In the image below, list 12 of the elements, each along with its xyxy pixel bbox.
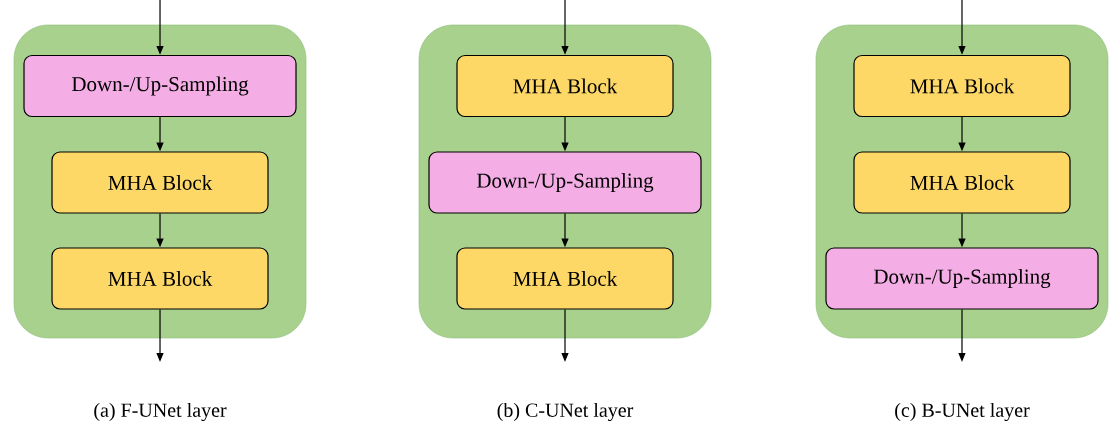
panel-label: (b) C-UNet layer	[497, 402, 634, 422]
block-box: MHA Block	[456, 247, 674, 310]
sampling-box: Down-/Up-Sampling	[23, 54, 297, 118]
block-box: MHA Block	[853, 54, 1071, 118]
sampling-box: Down-/Up-Sampling	[825, 247, 1099, 310]
panel-label: (a) F-UNet layer	[94, 402, 227, 422]
panel-label: (c) B-UNet layer	[895, 402, 1030, 422]
sampling-box: Down-/Up-Sampling	[428, 151, 702, 214]
block-box: MHA Block	[51, 151, 269, 214]
block-box: MHA Block	[853, 151, 1071, 214]
block-box: MHA Block	[51, 247, 269, 310]
block-box: MHA Block	[456, 54, 674, 118]
